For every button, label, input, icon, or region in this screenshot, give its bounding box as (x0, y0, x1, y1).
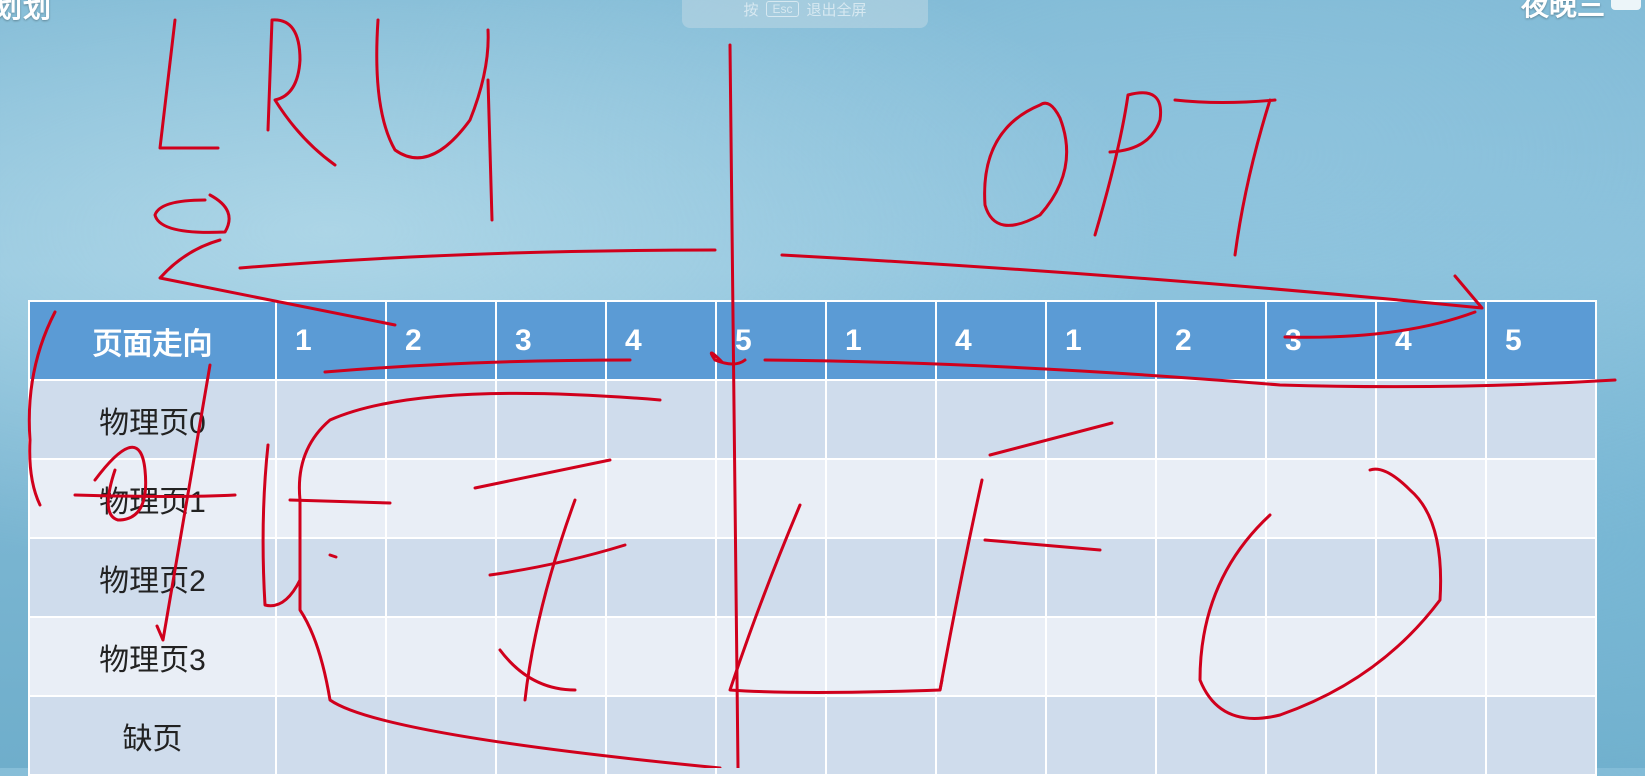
table-cell (1265, 379, 1377, 460)
table-cell (605, 695, 717, 776)
row-label: 物理页1 (28, 458, 277, 539)
sequence-cell: 1 (825, 300, 937, 381)
table-cell (715, 379, 827, 460)
row-label: 物理页2 (28, 537, 277, 618)
table-row: 物理页2 (28, 537, 1597, 618)
table-row: 缺页 (28, 695, 1597, 776)
table-cell (715, 695, 827, 776)
app-logo-icon (1611, 0, 1641, 10)
table-cell (1155, 616, 1267, 697)
table-cell (1375, 537, 1487, 618)
table-cell (1485, 458, 1597, 539)
table-cell (1265, 537, 1377, 618)
ink-letter-U (375, 18, 494, 222)
table-cell (825, 695, 937, 776)
row-label: 缺页 (28, 695, 277, 776)
ink-letter-T (1173, 98, 1277, 257)
table-cell (385, 537, 497, 618)
table-cell (825, 616, 937, 697)
table-cell (495, 379, 607, 460)
sequence-cell: 1 (275, 300, 387, 381)
table-cell (935, 537, 1047, 618)
row-label: 物理页0 (28, 379, 277, 460)
table-cell (1265, 616, 1377, 697)
table-cell (605, 616, 717, 697)
table-cell (1375, 695, 1487, 776)
table-cell (715, 537, 827, 618)
table-cell (1155, 379, 1267, 460)
table-cell (275, 458, 387, 539)
table-row: 物理页1 (28, 458, 1597, 539)
table-cell (1045, 616, 1157, 697)
table-cell (1045, 695, 1157, 776)
table-row: 物理页0 (28, 379, 1597, 460)
table-cell (1375, 458, 1487, 539)
table-cell (605, 379, 717, 460)
table-cell (275, 379, 387, 460)
sequence-cell: 3 (495, 300, 607, 381)
sequence-cell: 2 (1155, 300, 1267, 381)
table-cell (385, 458, 497, 539)
table-cell (495, 616, 607, 697)
ink-arrow-left (238, 248, 717, 270)
sequence-header-row: 页面走向 1 2 3 4 5 1 4 1 2 3 4 5 (28, 300, 1597, 381)
table-cell (1155, 695, 1267, 776)
ink-letter-L (158, 18, 220, 150)
table-row: 物理页3 (28, 616, 1597, 697)
sequence-cell: 1 (1045, 300, 1157, 381)
table-cell (275, 537, 387, 618)
esc-hint-suffix: 退出全屏 (806, 1, 867, 19)
table-cell (1485, 616, 1597, 697)
window-title-fragment: 划划 (0, 0, 53, 23)
table-cell (1265, 695, 1377, 776)
table-cell (1045, 379, 1157, 460)
sequence-cell: 4 (605, 300, 717, 381)
table-cell (1485, 695, 1597, 776)
sequence-cell: 4 (1375, 300, 1487, 381)
ink-letter-P (1093, 91, 1163, 237)
table-cell (1155, 537, 1267, 618)
table-cell (385, 695, 497, 776)
sequence-cell: 2 (385, 300, 497, 381)
sequence-cell: 4 (935, 300, 1047, 381)
table-cell (1485, 537, 1597, 618)
esc-key-badge: Esc (766, 1, 799, 17)
table-cell (275, 695, 387, 776)
table-cell (1045, 537, 1157, 618)
table-cell (1485, 379, 1597, 460)
table-cell (825, 458, 937, 539)
table-cell (935, 616, 1047, 697)
table-cell (825, 379, 937, 460)
table-cell (605, 458, 717, 539)
ink-letter-R (266, 18, 337, 167)
presenter-name-fragment: 夜晚三 (1520, 0, 1605, 21)
table-cell (1155, 458, 1267, 539)
sequence-cell: 5 (1485, 300, 1597, 381)
table-cell (385, 616, 497, 697)
table-cell (275, 616, 387, 697)
ink-letter-O (983, 101, 1069, 227)
fullscreen-exit-hint[interactable]: 按 Esc 退出全屏 (682, 0, 928, 28)
table-cell (935, 458, 1047, 539)
table-cell (1375, 379, 1487, 460)
sequence-cell: 5 (715, 300, 827, 381)
table-cell (385, 379, 497, 460)
table-cell (605, 537, 717, 618)
esc-hint-prefix: 按 (743, 1, 759, 19)
sequence-cell: 3 (1265, 300, 1377, 381)
table-cell (715, 616, 827, 697)
table-cell (935, 695, 1047, 776)
row-label: 物理页3 (28, 616, 277, 697)
table-cell (715, 458, 827, 539)
table-cell (1265, 458, 1377, 539)
table-cell (495, 695, 607, 776)
table-cell (1045, 458, 1157, 539)
header-label: 页面走向 (28, 300, 277, 381)
table-cell (935, 379, 1047, 460)
table-cell (495, 458, 607, 539)
table-cell (495, 537, 607, 618)
table-cell (1375, 616, 1487, 697)
table-cell (825, 537, 937, 618)
